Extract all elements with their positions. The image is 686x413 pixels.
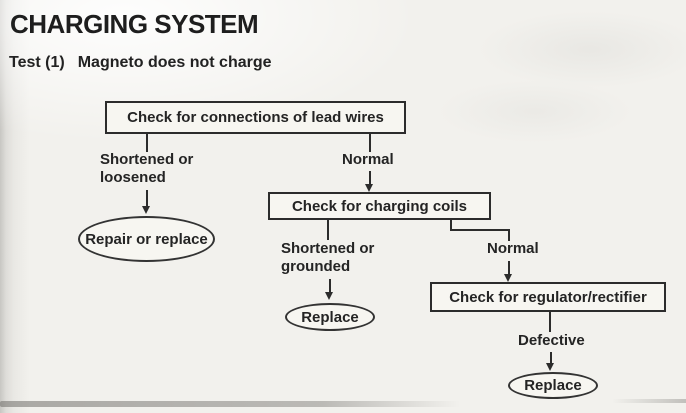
branch-label-defective: Defective: [518, 332, 585, 349]
connector-line: [327, 220, 329, 240]
decision-box-regulator-rectifier-label: Check for regulator/rectifier: [449, 288, 647, 306]
decision-box-lead-wires: Check for connections of lead wires: [105, 101, 406, 134]
connector-line: [146, 190, 148, 207]
test-heading: Test (1) Magneto does not charge: [9, 54, 272, 72]
page-title: CHARGING SYSTEM: [10, 9, 259, 39]
arrow-down-icon: [325, 292, 333, 300]
connector-line: [369, 171, 371, 185]
decision-box-charging-coils-label: Check for charging coils: [291, 197, 468, 215]
terminal-replace-regulator-label: Replace: [524, 377, 582, 394]
arrow-down-icon: [504, 274, 512, 282]
terminal-repair-or-replace: Repair or replace: [78, 216, 215, 262]
branch-label-normal-1: Normal: [342, 151, 394, 168]
terminal-replace-regulator: Replace: [508, 372, 598, 399]
decision-box-lead-wires-label: Check for connections of lead wires: [127, 109, 384, 126]
branch-label-shortened-loosened: Shortened or loosened: [100, 151, 194, 186]
connector-line: [450, 220, 452, 231]
test-number-label: Test (1): [9, 54, 65, 71]
connector-line: [550, 352, 552, 364]
connector-line: [146, 134, 148, 152]
connector-line: [508, 261, 510, 274]
arrow-down-icon: [142, 206, 150, 214]
scan-edge-artifact: [0, 401, 460, 407]
connector-line: [369, 134, 371, 152]
test-name-label: Magneto does not charge: [77, 54, 272, 71]
branch-label-shortened-grounded: Shortened or grounded: [281, 240, 375, 275]
decision-box-regulator-rectifier: Check for regulator/rectifier: [430, 282, 666, 312]
branch-label-normal-2: Normal: [487, 240, 539, 257]
connector-line: [329, 279, 331, 293]
connector-line: [450, 229, 510, 231]
scan-edge-artifact: [612, 399, 686, 403]
arrow-down-icon: [546, 363, 554, 371]
connector-line: [549, 312, 551, 332]
connector-line: [508, 229, 510, 241]
decision-box-charging-coils: Check for charging coils: [268, 192, 491, 220]
terminal-replace-coils: Replace: [285, 303, 375, 331]
terminal-repair-or-replace-label: Repair or replace: [85, 230, 208, 248]
terminal-replace-coils-label: Replace: [301, 308, 359, 326]
arrow-down-icon: [365, 184, 373, 192]
